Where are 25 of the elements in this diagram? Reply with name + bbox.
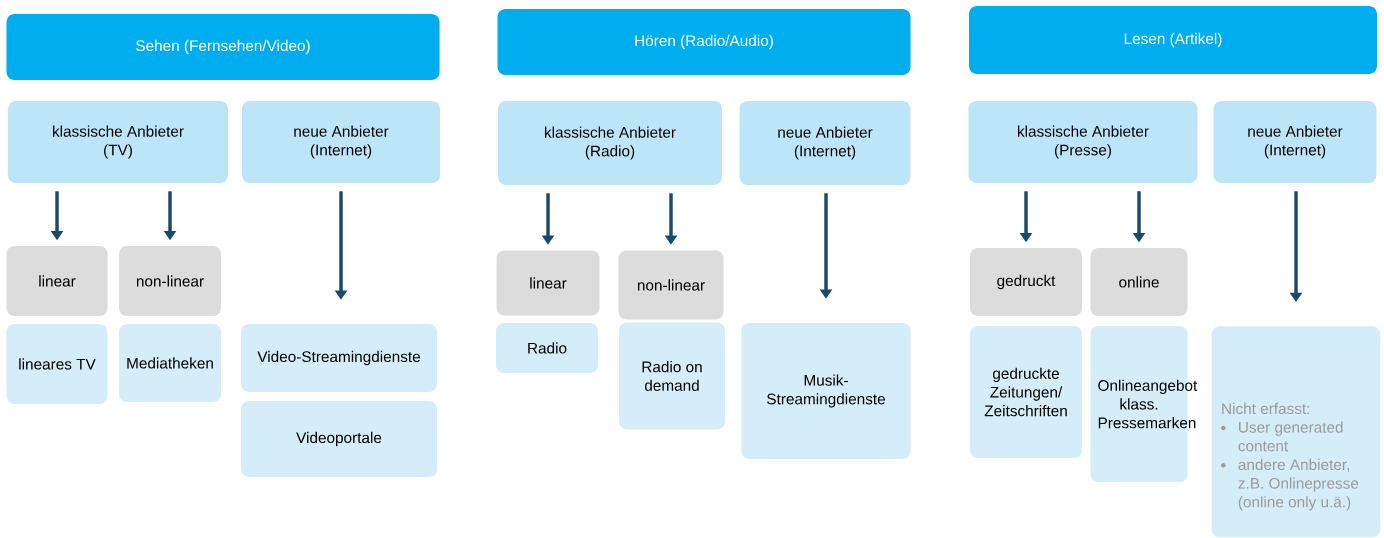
category-box: neue Anbieter (Internet) (739, 101, 911, 185)
type-box: linear (6, 246, 108, 316)
service-box: gedruckte Zeitungen/ Zeitschriften (970, 326, 1082, 458)
service-box: Mediatheken (119, 324, 221, 402)
service-box: Onlineangebot klass. Pressemarken (1090, 326, 1198, 482)
category-box: neue Anbieter (Internet) (242, 101, 440, 183)
service-box: Radio (496, 323, 598, 373)
category-box: neue Anbieter (Internet) (1213, 101, 1377, 183)
service-box: lineares TV (6, 324, 108, 404)
category-box: klassische Anbieter (Presse) (968, 101, 1198, 183)
header-box: Sehen (Fernsehen/Video) (6, 14, 440, 80)
note-box: Nicht erfasst: User generated content andere Anbieter, z.B. Onlinepresse (online only u.ä.) (1211, 326, 1381, 538)
header-box: Hören (Radio/Audio) (497, 9, 911, 75)
category-box: klassische Anbieter (Radio) (498, 101, 722, 185)
service-box: Videoportale (241, 401, 437, 477)
type-box: online (1090, 248, 1188, 316)
service-box: Radio on demand (619, 322, 725, 430)
type-box: non-linear (618, 250, 724, 320)
type-box: gedruckt (970, 248, 1082, 316)
service-box: Video-Streamingdienste (241, 324, 437, 392)
service-box: Musik-Streamingdienste (741, 323, 911, 459)
type-box: non-linear (119, 246, 221, 316)
type-box: linear (496, 250, 600, 316)
header-box: Lesen (Artikel) (969, 6, 1377, 74)
category-box: klassische Anbieter (TV) (8, 101, 228, 183)
